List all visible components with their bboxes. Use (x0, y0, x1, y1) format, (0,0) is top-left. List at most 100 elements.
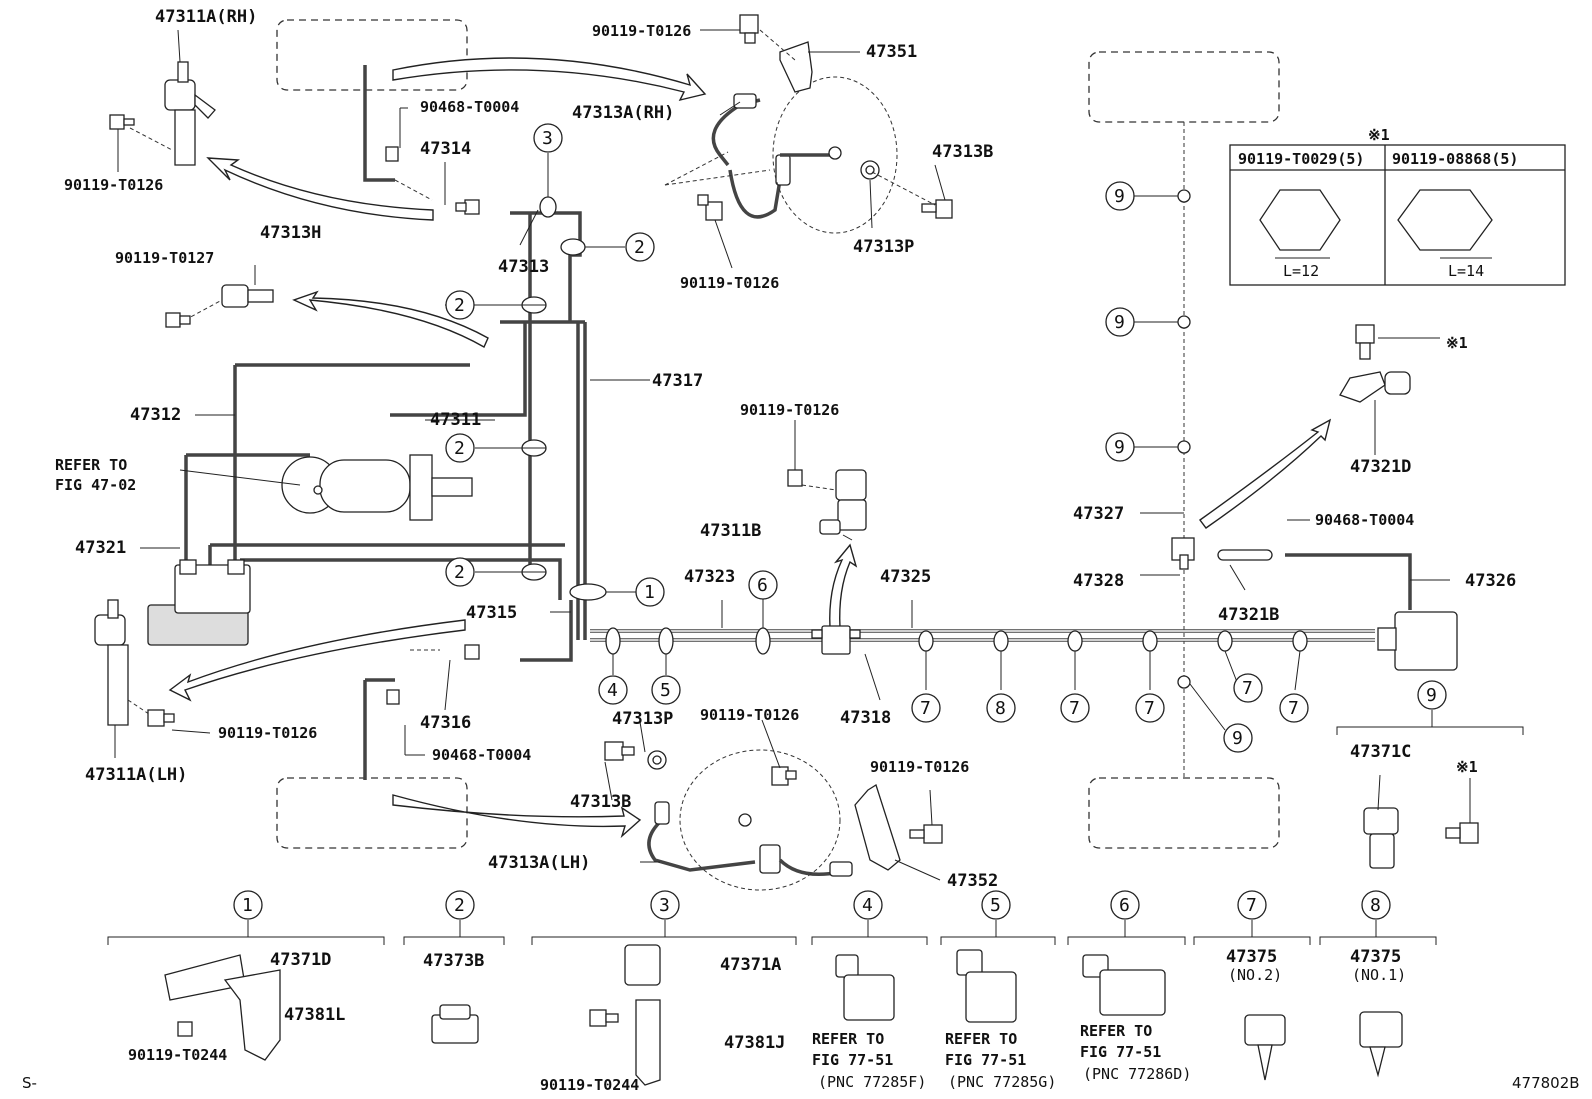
svg-text:7: 7 (1069, 698, 1080, 719)
label-47311b: 47311B (700, 521, 761, 541)
callout-2d: 2 (445, 557, 475, 587)
callout-2b: 2 (445, 290, 475, 320)
label-47321: 47321 (75, 538, 126, 558)
label-clip-t0004-bot: 90468-T0004 (432, 746, 531, 764)
kit4-ref1: REFER TO (812, 1030, 884, 1048)
callout-5: 5 (651, 675, 681, 705)
bracket-47351 (759, 29, 813, 93)
svg-text:9: 9 (1114, 186, 1125, 207)
label-47311a-rh: 47311A(RH) (155, 7, 257, 27)
label-bolt-t0126-mid: 90119-T0126 (680, 274, 779, 292)
label-47328: 47328 (1073, 571, 1124, 591)
curved-arrow-up-47321d (1199, 418, 1332, 529)
callout-9b: 9 (1105, 307, 1135, 337)
svg-text:7: 7 (920, 698, 931, 719)
svg-text:9: 9 (1426, 685, 1437, 706)
label-47321d: 47321D (1350, 457, 1411, 477)
label-bolt-t0126-botmid: 90119-T0126 (700, 706, 799, 724)
kit-circle-4: 4 (853, 890, 883, 920)
label-47313h: 47313H (260, 223, 321, 243)
kit-labels: 47371D 47381L 90119-T0244 47373B 47371A … (22, 947, 1580, 1094)
callout-9c: 9 (1105, 432, 1135, 462)
svg-text:1: 1 (644, 582, 655, 603)
area-box-top-left (276, 19, 468, 91)
label-47323: 47323 (684, 567, 735, 587)
union-47328 (1171, 537, 1195, 570)
callout-9d: 9 (1223, 723, 1253, 753)
svg-text:4: 4 (607, 680, 618, 701)
callout-7a: 7 (911, 693, 941, 723)
kit4-ref2: FIG 77-51 (812, 1051, 893, 1069)
circled-callouts: 3 2 2 2 2 1 6 4 5 7 8 7 7 7 7 9 9 9 9 (445, 123, 1309, 753)
kit6-ref2: FIG 77-51 (1080, 1043, 1161, 1061)
label-47318: 47318 (840, 708, 891, 728)
hex-bolt-head-icon-l12 (1259, 189, 1341, 251)
label-bolt-t0126-botright: 90119-T0126 (870, 758, 969, 776)
label-47313b-bot: 47313B (570, 792, 631, 812)
kit-2-clip (431, 1004, 479, 1044)
svg-text:8: 8 (995, 698, 1006, 719)
svg-text:2: 2 (634, 237, 645, 258)
bracket-47311b (801, 469, 867, 535)
note-table-len1: L=12 (1283, 262, 1319, 280)
label-47321b: 47321B (1218, 605, 1279, 625)
kit5-ref2: FIG 77-51 (945, 1051, 1026, 1069)
callout-7e: 7 (1279, 693, 1309, 723)
label-47313p-bot: 47313P (612, 709, 673, 729)
kit3-part-c: 90119-T0244 (540, 1076, 639, 1094)
label-47312: 47312 (130, 405, 181, 425)
corner-mark: S- (22, 1074, 37, 1092)
bolt-47313b-bot (604, 741, 635, 761)
bracket-47352 (854, 784, 901, 871)
callout-4: 4 (598, 675, 628, 705)
fitting-47326-end (1377, 611, 1458, 671)
callout-8: 8 (986, 693, 1016, 723)
pipe-clips (521, 189, 1308, 689)
label-bolt-t0126-left: 90119-T0126 (64, 176, 163, 194)
figure-id: 477802B (1512, 1074, 1580, 1092)
callout-7d: 7 (1233, 673, 1263, 703)
kit-7-clip (1244, 1014, 1286, 1081)
kit4-ref3: (PNC 77285F) (818, 1073, 926, 1091)
callout-2a: 2 (625, 232, 655, 262)
curved-arrow-top-left (206, 157, 434, 221)
svg-text:8: 8 (1370, 895, 1381, 916)
label-bolt-t0126-center: 90119-T0126 (740, 401, 839, 419)
bolt-90119-t0126-botmid (771, 766, 797, 786)
label-47313: 47313 (498, 257, 549, 277)
washer-47313p-top (860, 160, 880, 180)
svg-text:2: 2 (454, 438, 465, 459)
label-bolt-t0127: 90119-T0127 (115, 249, 214, 267)
svg-text:2: 2 (454, 295, 465, 316)
kit7-part-a: 47375 (1226, 947, 1277, 967)
area-box-bottom-left (276, 777, 468, 849)
svg-text:6: 6 (1119, 895, 1130, 916)
label-47311: 47311 (430, 410, 481, 430)
bolt-90119-t0126-left (109, 114, 135, 172)
label-47313b-top: 47313B (932, 142, 993, 162)
svg-text:7: 7 (1288, 698, 1299, 719)
kit-circle-2: 2 (445, 890, 475, 920)
label-47317: 47317 (652, 371, 703, 391)
kit-brackets (107, 710, 1524, 945)
kit-circle-7: 7 (1237, 890, 1267, 920)
label-fig-47-02: FIG 47-02 (55, 476, 136, 494)
kit2-part-a: 47373B (423, 951, 484, 971)
callout-6: 6 (748, 570, 778, 600)
label-47311a-lh: 47311A(LH) (85, 765, 187, 785)
svg-text:7: 7 (1242, 678, 1253, 699)
brake-pipes (184, 211, 1412, 662)
kit3-part-b: 47381J (724, 1033, 785, 1053)
label-47314: 47314 (420, 139, 471, 159)
svg-text:6: 6 (757, 575, 768, 596)
bracket-47311a-rh (129, 61, 216, 166)
svg-text:3: 3 (542, 128, 553, 149)
kit3-part-a: 47371A (720, 955, 781, 975)
callout-9a: 9 (1105, 181, 1135, 211)
note-table-len2: L=14 (1448, 262, 1484, 280)
note-table-header: ※1 (1368, 126, 1390, 144)
callout-7c: 7 (1135, 693, 1165, 723)
kit-circle-8: 8 (1361, 890, 1391, 920)
label-clip-t0004-right: 90468-T0004 (1315, 511, 1414, 529)
